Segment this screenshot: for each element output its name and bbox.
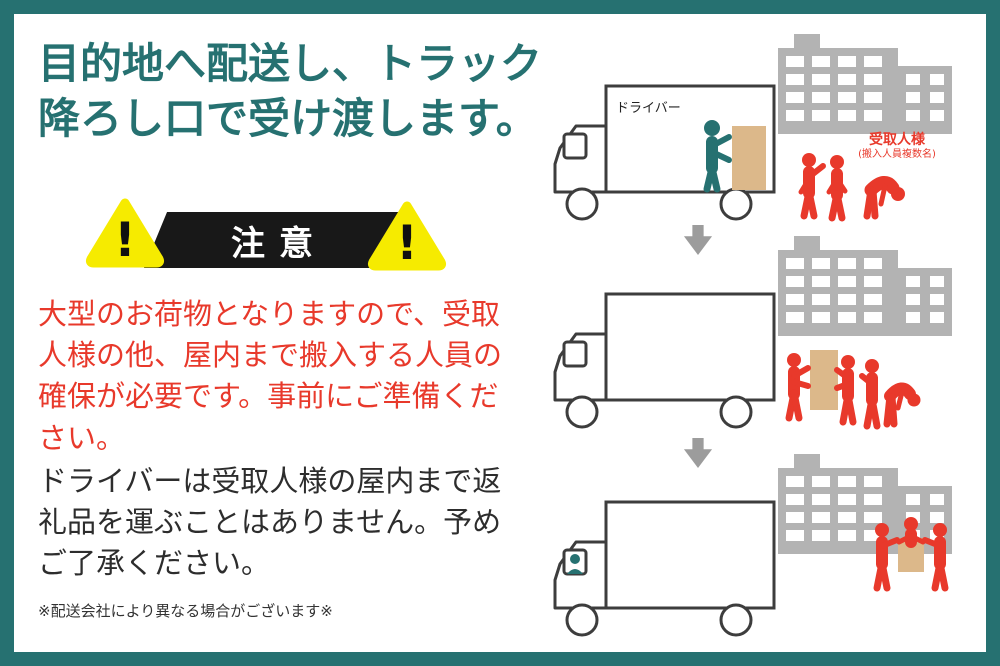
recipients-illustration-1 (798, 153, 905, 222)
page-title: 目的地へ配送し、トラック 降ろし口で受け渡します。 (38, 36, 542, 147)
cargo-package (732, 126, 766, 190)
title-line1: 目的地へ配送し、トラック (38, 39, 543, 88)
truck-body (553, 500, 776, 637)
warning-text: 大型のお荷物となりますので、受取人様の他、屋内まで搬入する人員の確保が必要です。… (38, 297, 503, 455)
exclamation-mark: ! (114, 213, 135, 268)
cab-window (562, 340, 588, 368)
exclamation-mark: ! (396, 216, 417, 271)
truck-departing-illustration (553, 500, 776, 637)
cargo-box (604, 292, 776, 402)
person-behind (896, 517, 926, 548)
front-wheel (565, 395, 599, 429)
down-arrow-icon-1 (683, 225, 713, 255)
truck-body (553, 292, 776, 429)
person-standing (826, 155, 848, 222)
building-windows (786, 56, 944, 121)
person-standing (859, 359, 881, 430)
person-carrying-right (922, 523, 949, 592)
person-carrying-left (785, 353, 811, 422)
rear-wheel (719, 603, 753, 637)
front-wheel (565, 603, 599, 637)
rear-wheel (719, 395, 753, 429)
warning-triangle-icon: ! (85, 198, 165, 268)
person-carrying-right (834, 355, 857, 426)
front-wheel (565, 187, 599, 221)
caution-label: 注意 (144, 212, 400, 268)
driver-note-text: ドライバーは受取人様の屋内まで返礼品を運ぶことはありません。予めご了承ください。 (38, 464, 502, 581)
recipients-carrying-illustration (873, 517, 949, 592)
person-bending (863, 176, 905, 220)
driver-label: ドライバー (616, 101, 681, 116)
carry-in-illustration (785, 350, 921, 430)
warning-triangle-icon: ! (367, 201, 447, 271)
truck-closed-illustration (553, 292, 776, 429)
title-line2: 降ろし口で受け渡します。 (38, 94, 538, 144)
down-arrow-icon-2 (683, 438, 713, 468)
truck-open-illustration: ドライバー (553, 84, 776, 221)
building-illustration-2 (778, 236, 952, 336)
person-carrying-left (873, 523, 900, 592)
package-box (810, 350, 838, 410)
cargo-box (604, 500, 776, 610)
rear-wheel (719, 187, 753, 221)
cab-window (562, 132, 588, 160)
recipient-label: 受取人様 (搬入人員複数名) (836, 132, 958, 161)
recipient-label-line1: 受取人様 (869, 132, 925, 148)
person-bending (883, 382, 921, 428)
building-windows (786, 258, 944, 323)
caution-banner: 注意 ! ! (85, 196, 452, 280)
footnote-text: ※配送会社により異なる場合がございます※ (38, 602, 333, 620)
person-pointing (798, 153, 826, 220)
driver-figure (703, 120, 732, 193)
recipient-label-line2: (搬入人員複数名) (858, 148, 936, 160)
building-illustration-1 (778, 34, 952, 134)
driver-in-cab-figure (567, 554, 583, 574)
